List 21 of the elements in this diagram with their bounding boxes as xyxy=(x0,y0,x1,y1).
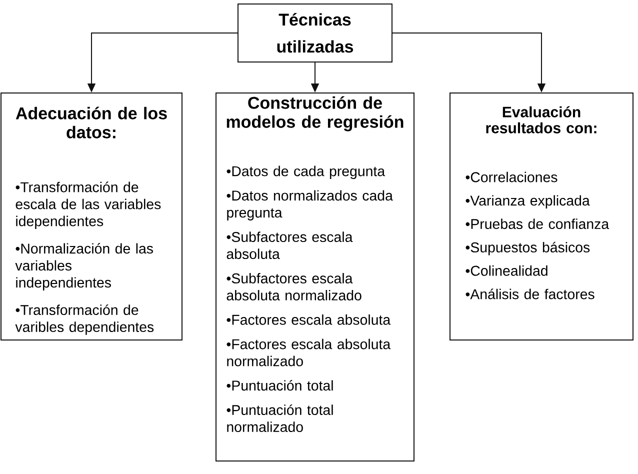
list-item: •Datos normalizados cada pregunta xyxy=(226,190,393,220)
list-item: •Transformación de escala de las variables idependientes xyxy=(16,182,161,230)
list-item: •Factores escala absoluta normalizado xyxy=(226,338,391,366)
list-item: •Transformación de varibles dependientes xyxy=(15,304,154,335)
list-item: •Supuestos básicos xyxy=(466,242,590,256)
list-item: •Puntuación total xyxy=(226,380,333,391)
heading: Construcción de modelos de regresión xyxy=(226,96,404,132)
list-item: •Puntuación total normalizado xyxy=(226,404,333,432)
list-item: •Análisis de factores xyxy=(466,288,594,300)
heading: Evaluación resultados con: xyxy=(486,106,596,134)
list-item: •Normalización de las variables independientes xyxy=(15,243,153,290)
list-item: •Factores escala absoluta xyxy=(226,314,391,325)
list-item: •Varianza explicada xyxy=(466,195,590,208)
list-item: •Colinealidad xyxy=(466,265,548,276)
heading: Adecuación de los datos: xyxy=(16,106,167,138)
list-item: •Datos de cada pregunta xyxy=(226,166,386,180)
list-item: •Pruebas de confianza xyxy=(466,218,610,230)
root-box: Técnicas utilizadas xyxy=(238,4,392,62)
list-item: •Subfactores escala absoluta xyxy=(226,232,353,260)
list-item: •Correlaciones xyxy=(466,172,558,182)
list-item: •Subfactores escala absoluta normalizado xyxy=(226,273,362,300)
